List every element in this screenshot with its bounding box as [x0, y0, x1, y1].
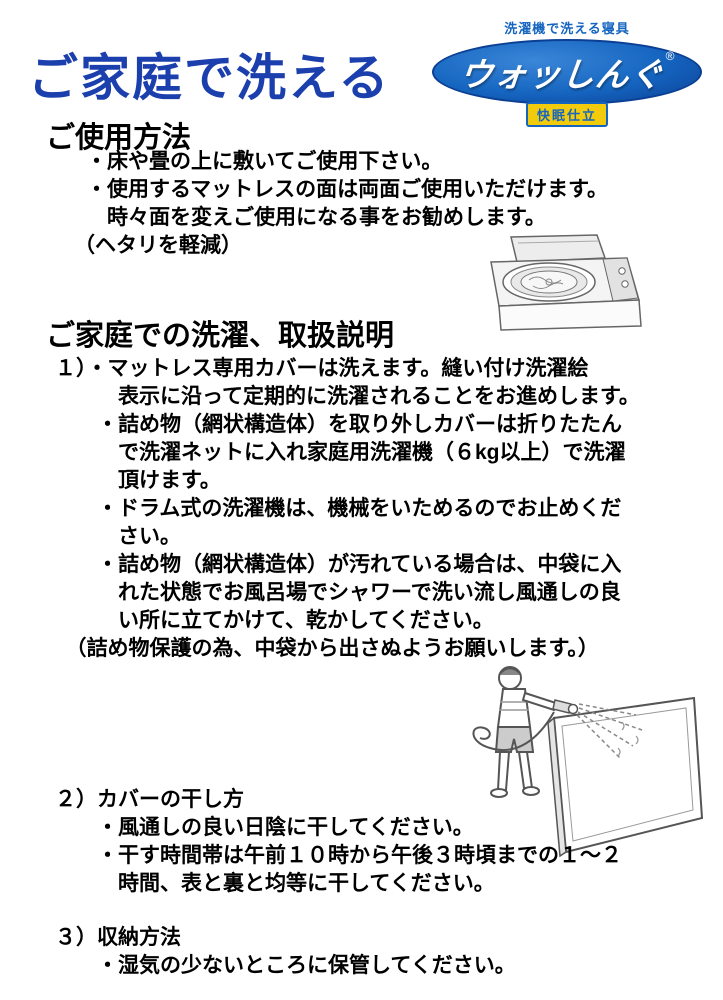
quality-badge: 快眠仕立 [525, 102, 609, 127]
washing-line: 表示に沿って定期的に洗濯されることをお進めします。 [55, 385, 640, 408]
usage-line: ・床や畳の上に敷いてご使用下さい。 [86, 150, 443, 173]
shower-head [552, 699, 572, 714]
washing-line: ・ドラム式の洗濯機は、機械をいためるのでお止めくだ [55, 497, 622, 520]
washing-section-heading: ご家庭での洗濯、取扱説明 [46, 320, 395, 352]
washing-line: で洗濯ネットに入れ家庭用洗濯機（６kg以上）で洗濯 [55, 441, 626, 464]
washing-line: 頂けます。 [55, 469, 221, 492]
washing-line: れた状態でお風呂場でシャワーで洗い流し風通しの良 [55, 581, 621, 604]
washing-line: い所に立てかけて、乾かしてください。 [55, 609, 494, 632]
usage-section-heading: ご使用方法 [46, 122, 192, 154]
usage-line: 時々面を変えご使用になる事をお勧めします。 [86, 206, 546, 229]
brand-logo: 洗濯機で洗える寝具 ウォッしんぐ ® 快眠仕立 [430, 18, 704, 127]
washing-line: さい。 [55, 525, 181, 548]
page-title: ご家庭で洗える [28, 50, 391, 106]
storage-instructions: ３）収納方法 ・湿気の少ないところに保管してください。 [55, 924, 516, 980]
water-spray [576, 703, 643, 759]
shower-hose [472, 711, 555, 752]
drying-line: ・干す時間帯は午前１０時から午後３時頃までの１～２ [55, 844, 622, 867]
drying-instructions: ２）カバーの干し方 ・風通しの良い日陰に干してください。 ・干す時間帯は午前１０… [55, 786, 622, 898]
brand-name: ウォッしんぐ [457, 56, 666, 93]
washing-instructions: １）・マットレス専用カバーは洗えます。縫い付け洗濯絵 表示に沿って定期的に洗濯さ… [55, 355, 640, 663]
washing-line: （詰め物保護の為、中袋から出さぬようお願いします。） [55, 637, 599, 660]
logo-oval: ウォッしんぐ ® [432, 39, 702, 105]
drying-line: ・風通しの良い日陰に干してください。 [55, 816, 474, 839]
drying-line: ２）カバーの干し方 [55, 788, 244, 811]
drying-line: 時間、表と裏と均等に干してください。 [55, 872, 495, 895]
storage-line: ３）収納方法 [55, 926, 181, 949]
usage-instructions: ・床や畳の上に敷いてご使用下さい。 ・使用するマットレスの面は両面ご使用いただけ… [74, 148, 609, 260]
usage-line: ・使用するマットレスの面は両面ご使用いただけます。 [86, 178, 609, 201]
usage-line: （ヘタリを軽減） [74, 234, 242, 257]
storage-line: ・湿気の少ないところに保管してください。 [55, 954, 516, 977]
logo-tagline: 洗濯機で洗える寝具 [504, 21, 630, 36]
washing-machine-illustration [490, 234, 642, 331]
washing-line: ・詰め物（網状構造体）が汚れている場合は、中袋に入 [55, 553, 622, 576]
washing-line: ・詰め物（網状構造体）を取り外しカバーは折りたたん [55, 413, 622, 436]
shower-washing-illustration [472, 666, 704, 858]
registered-trademark-mark: ® [665, 49, 675, 63]
washing-line: １）・マットレス専用カバーは洗えます。縫い付け洗濯絵 [55, 357, 589, 380]
